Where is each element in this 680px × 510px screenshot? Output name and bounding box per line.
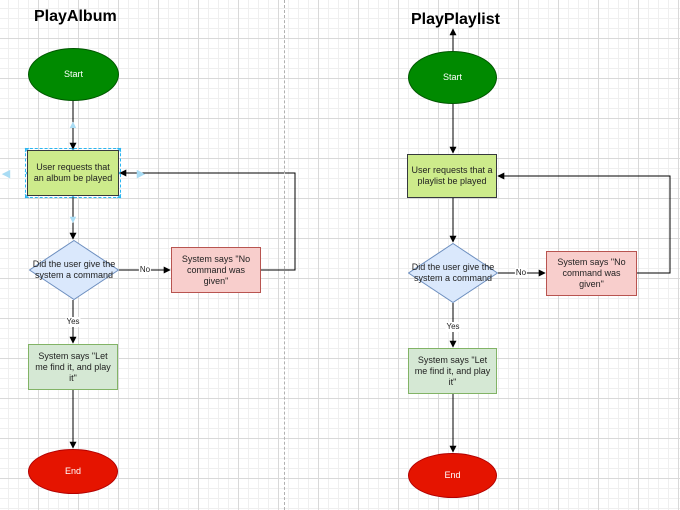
- decision-diamond-shape: [408, 243, 498, 303]
- edge-loop-back: [497, 172, 671, 274]
- response-node[interactable]: System says "Let me find it, and play it…: [28, 344, 118, 390]
- request-node[interactable]: User requests that a playlist be played: [407, 154, 497, 198]
- decision-label: Did the user give the system a command: [32, 259, 116, 280]
- no-command-node[interactable]: System says "No command was given": [546, 251, 637, 296]
- connect-arrow-icon[interactable]: ▼: [68, 214, 79, 226]
- decision-label: Did the user give the system a command: [411, 262, 495, 283]
- connect-arrow-icon[interactable]: ▲: [68, 119, 79, 131]
- flow-title-playplaylist: PlayPlaylist: [411, 11, 500, 28]
- resize-handle-icon[interactable]: ✕: [116, 146, 123, 155]
- no-edge-label: No: [514, 268, 528, 278]
- swimlane-divider: [284, 0, 285, 510]
- resize-handle-icon[interactable]: ✕: [116, 169, 123, 178]
- yes-edge-label: Yes: [65, 317, 81, 327]
- request-node[interactable]: User requests that an album be played: [25, 148, 121, 198]
- no-edge-label: No: [138, 265, 152, 275]
- edge-loop-back: [119, 169, 296, 271]
- start-node[interactable]: Start: [28, 48, 119, 101]
- decision-node[interactable]: Did the user give the system a command: [29, 240, 119, 300]
- yes-edge-label: Yes: [445, 322, 461, 332]
- connect-arrow-icon[interactable]: ◀: [2, 168, 11, 180]
- connect-arrow-icon[interactable]: ▶: [137, 168, 146, 180]
- resize-handle-icon[interactable]: ✕: [70, 192, 77, 201]
- flow-title-playalbum: PlayAlbum: [34, 8, 117, 25]
- start-node[interactable]: Start: [408, 51, 497, 104]
- end-node[interactable]: End: [408, 453, 497, 498]
- no-command-node[interactable]: System says "No command was given": [171, 247, 261, 293]
- resize-handle-icon[interactable]: ✕: [24, 192, 31, 201]
- decision-node[interactable]: Did the user give the system a command: [408, 243, 498, 303]
- decision-diamond-shape: [29, 240, 119, 300]
- resize-handle-icon[interactable]: ✕: [116, 192, 123, 201]
- response-node[interactable]: System says "Let me find it, and play it…: [408, 348, 497, 394]
- end-node[interactable]: End: [28, 449, 118, 494]
